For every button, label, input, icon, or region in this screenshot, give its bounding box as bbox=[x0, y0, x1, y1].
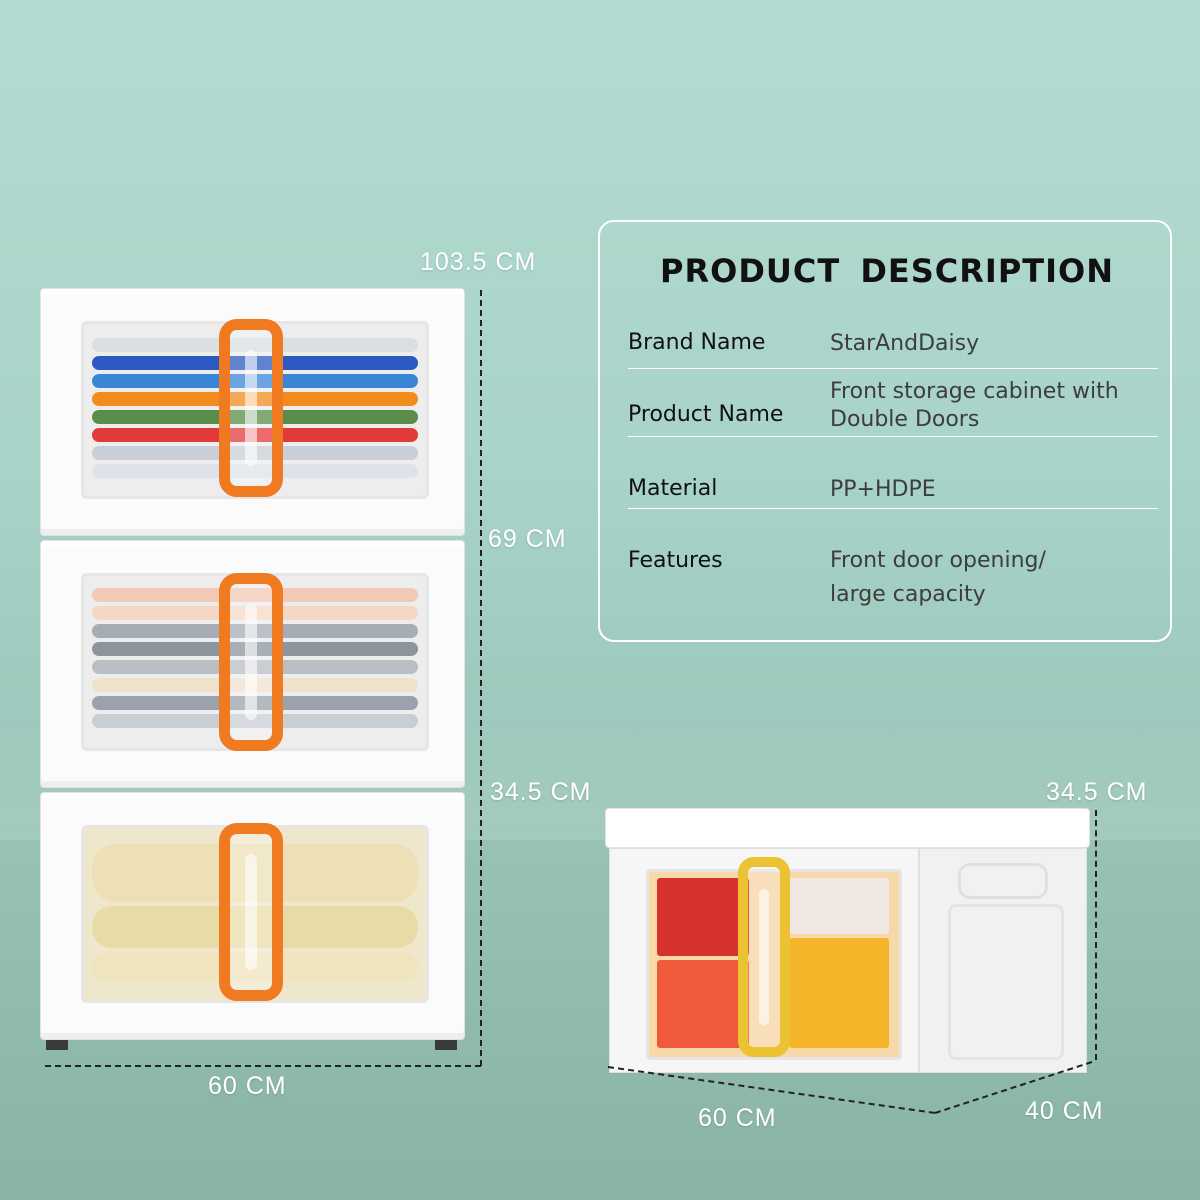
row-value: Front storage cabinet with Double Doors bbox=[830, 379, 1119, 432]
row-divider bbox=[628, 436, 1158, 437]
row-label: Product Name bbox=[628, 402, 784, 427]
clothes-stack bbox=[92, 588, 418, 732]
orange-door-handle bbox=[219, 319, 283, 497]
row-label: Material bbox=[628, 476, 718, 501]
height-dimension-line bbox=[480, 290, 482, 1066]
row-divider bbox=[628, 508, 1158, 509]
box-depth-label: 40 CM bbox=[1025, 1097, 1104, 1125]
tall-cabinet-image bbox=[40, 288, 465, 1050]
row-label: Brand Name bbox=[628, 330, 766, 355]
yellow-door-handle bbox=[738, 857, 790, 1057]
two-tier-height-label: 69 CM bbox=[488, 525, 567, 553]
orange-door-handle bbox=[219, 573, 283, 751]
cabinet-foot bbox=[435, 1040, 457, 1050]
box-height-dimension-line bbox=[1095, 810, 1097, 1060]
cabinet-foot bbox=[46, 1040, 68, 1050]
side-panel bbox=[948, 904, 1064, 1060]
row-label: Features bbox=[628, 548, 723, 573]
cabinet-tier-middle bbox=[40, 540, 465, 788]
row-value: StarAndDaisy bbox=[830, 331, 980, 356]
box-lid bbox=[605, 808, 1090, 848]
row-value: Front door opening/ large capacity bbox=[830, 548, 1046, 607]
cabinet-width-label: 60 CM bbox=[208, 1072, 287, 1100]
cabinet-tier-bottom bbox=[40, 792, 465, 1040]
cabinet-tier-top bbox=[40, 288, 465, 536]
box-width-label: 60 CM bbox=[698, 1104, 777, 1132]
box-front bbox=[609, 848, 919, 1073]
box-window bbox=[646, 869, 902, 1060]
row-value: PP+HDPE bbox=[830, 477, 936, 502]
side-grip bbox=[958, 863, 1048, 899]
tier-window bbox=[81, 573, 429, 751]
width-dimension-line bbox=[45, 1065, 481, 1067]
total-height-label: 103.5 CM bbox=[420, 248, 537, 276]
box-height-label: 34.5 CM bbox=[1046, 778, 1148, 806]
one-tier-height-label: 34.5 CM bbox=[490, 778, 592, 806]
single-box-image bbox=[605, 808, 1090, 1073]
row-divider bbox=[628, 368, 1158, 369]
box-side bbox=[919, 848, 1087, 1073]
panel-title: PRODUCT DESCRIPTION bbox=[660, 252, 1114, 290]
product-description-panel: PRODUCT DESCRIPTION Brand Name StarAndDa… bbox=[598, 220, 1172, 642]
orange-door-handle bbox=[219, 823, 283, 1001]
